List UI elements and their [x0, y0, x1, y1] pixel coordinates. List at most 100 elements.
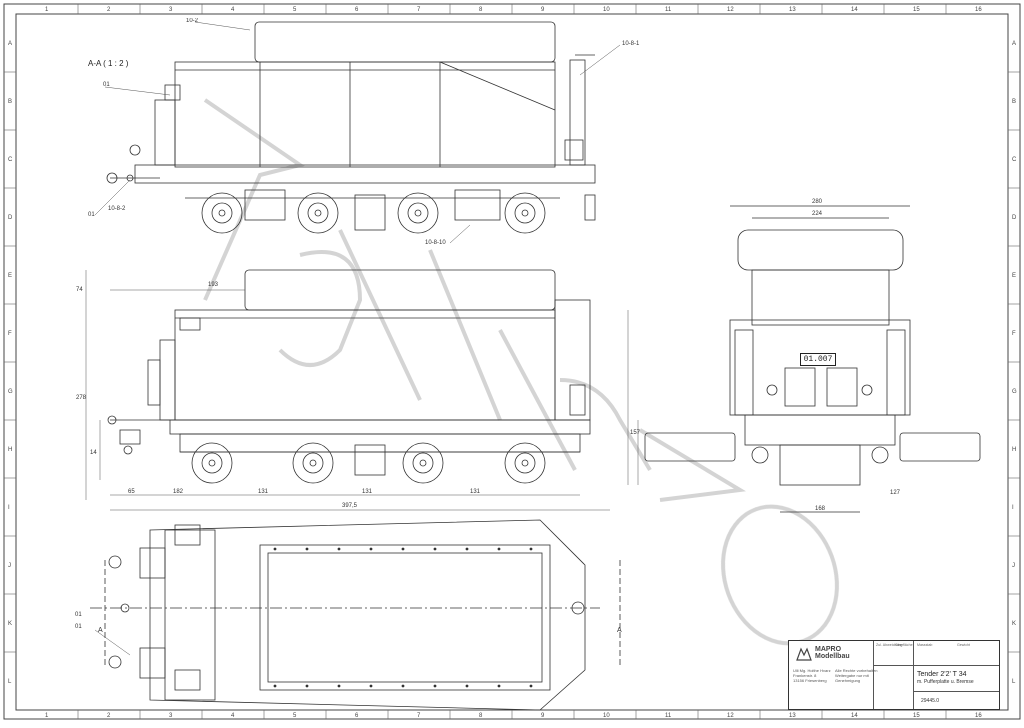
column-number: 3 [169, 713, 173, 719]
column-number: 16 [975, 713, 982, 719]
part-label: 01 [88, 212, 95, 218]
column-number: 14 [851, 713, 858, 719]
row-letter: D [8, 215, 13, 221]
middle-dimension-lines [85, 270, 639, 511]
row-letter: G [8, 389, 13, 395]
header-cell: Zul. Abweichung [876, 643, 903, 647]
part-label: 01 [75, 612, 82, 618]
row-letter: A [1012, 41, 1016, 47]
row-letter: H [8, 447, 12, 453]
dim-label: 278 [76, 395, 87, 401]
row-letter: I [1012, 505, 1014, 511]
front-view [644, 205, 981, 513]
rivet [369, 547, 373, 551]
rivet [433, 547, 437, 551]
rivet [369, 684, 373, 688]
leader-lines [94, 21, 621, 656]
rivet [465, 684, 469, 688]
dim-label: 168 [815, 506, 826, 512]
row-letter: L [1012, 679, 1016, 685]
rivet [337, 547, 341, 551]
rivet [305, 684, 309, 688]
column-number: 11 [665, 713, 672, 719]
part-label: 10-8-2 [108, 206, 126, 212]
column-number: 1 [45, 713, 49, 719]
column-number: 10 [603, 713, 610, 719]
dim-label: 157 [630, 430, 641, 436]
column-number: 5 [293, 713, 297, 719]
column-number: 13 [789, 7, 796, 13]
column-number: 3 [169, 7, 173, 13]
row-letter: A [8, 41, 12, 47]
rivet [497, 684, 501, 688]
dim-label: 131 [258, 489, 269, 495]
part-label: 10-8-1 [622, 41, 640, 47]
drawing-number: 29445.0 [921, 698, 940, 704]
column-number: 1 [45, 7, 49, 13]
drawing-subtitle: m. Pufferplatte u. Bremse [917, 679, 974, 685]
row-letter: C [8, 157, 13, 163]
column-number: 9 [541, 713, 545, 719]
row-letter: E [8, 273, 12, 279]
column-number: 6 [355, 713, 359, 719]
rivet [497, 547, 501, 551]
section-label: A-A ( 1 : 2 ) [88, 59, 129, 68]
dim-label: 127 [890, 490, 901, 496]
section-mark: A [98, 627, 103, 634]
row-letter: B [1012, 99, 1016, 105]
mapro-logo-icon [796, 647, 812, 661]
part-label: 10-8-10 [425, 240, 446, 246]
column-number: 15 [913, 7, 920, 13]
address: Ulli Mg. Holthe Hvarz Frankenstr. 8 1315… [793, 668, 831, 683]
rivet [433, 684, 437, 688]
brand-name: MAPRO Modellbau [815, 646, 850, 660]
column-number: 14 [851, 7, 858, 13]
rivet [465, 547, 469, 551]
row-letter: I [8, 505, 10, 511]
rivet [273, 547, 277, 551]
header-cell: Oberfläche [895, 643, 913, 647]
column-number: 12 [727, 7, 734, 13]
row-letter: E [1012, 273, 1016, 279]
row-letter: L [8, 679, 12, 685]
column-number: 13 [789, 713, 796, 719]
dim-label: 280 [812, 199, 823, 205]
column-number: 2 [107, 7, 111, 13]
dim-label: 14 [90, 450, 97, 456]
row-letter: G [1012, 389, 1017, 395]
middle-side-elevation [107, 269, 591, 455]
column-number: 16 [975, 7, 982, 13]
title-block: MAPRO Modellbau Ulli Mg. Holthe Hvarz Fr… [788, 640, 1000, 710]
column-number: 10 [603, 7, 610, 13]
dim-label: 131 [362, 489, 373, 495]
column-number: 6 [355, 7, 359, 13]
column-number: 2 [107, 713, 111, 719]
column-number: 8 [479, 713, 483, 719]
part-label: 10-2 [186, 18, 199, 24]
column-number: 7 [417, 7, 421, 13]
rivet [401, 547, 405, 551]
dim-label: 131 [470, 489, 481, 495]
column-number: 12 [727, 713, 734, 719]
row-letter: D [1012, 215, 1017, 221]
plan-view [90, 519, 621, 711]
top-side-elevation [106, 21, 596, 221]
top-wheels [185, 189, 560, 234]
dim-label: 224 [812, 211, 823, 217]
number-plate: 01.007 [800, 353, 836, 366]
row-letter: F [8, 331, 12, 337]
header-cell: Gewicht [957, 643, 970, 647]
part-label: 01 [103, 82, 110, 88]
column-number: 11 [665, 7, 672, 13]
column-number: 9 [541, 7, 545, 13]
column-number: 4 [231, 7, 235, 13]
row-letter: B [8, 99, 12, 105]
row-letter: J [8, 563, 11, 569]
rivet [401, 684, 405, 688]
rivet [305, 547, 309, 551]
column-number: 15 [913, 713, 920, 719]
row-letter: C [1012, 157, 1017, 163]
dim-label: 182 [173, 489, 184, 495]
middle-wheels [179, 433, 581, 484]
